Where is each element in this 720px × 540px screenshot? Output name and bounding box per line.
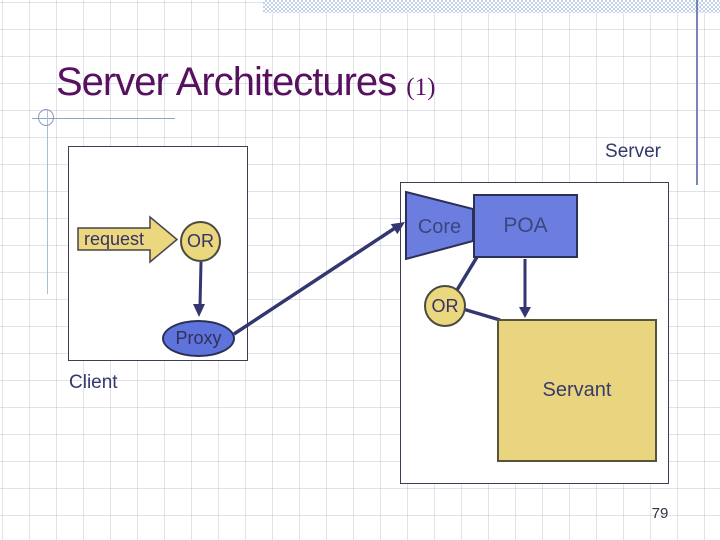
slide-title-suffix: (1) bbox=[406, 74, 436, 101]
proxy-label: Proxy bbox=[175, 328, 222, 348]
right-vertical-rule bbox=[696, 0, 698, 185]
connector-proxy-to-core bbox=[233, 226, 396, 336]
poa-label: POA bbox=[503, 214, 548, 237]
slide-title: Server Architectures (1) bbox=[56, 60, 676, 105]
client-label: Client bbox=[69, 372, 118, 393]
poa-node: POA bbox=[473, 194, 578, 258]
blueprint-vertical-line bbox=[47, 110, 48, 294]
servant-node: Servant bbox=[497, 319, 657, 462]
proxy-node: Proxy bbox=[162, 320, 235, 357]
blueprint-compass-icon bbox=[38, 109, 54, 126]
client-or-node: OR bbox=[180, 221, 221, 262]
blueprint-horizontal-line bbox=[32, 118, 175, 119]
slide-title-text: Server Architectures bbox=[56, 60, 397, 104]
request-label: request bbox=[83, 228, 145, 249]
client-or-label: OR bbox=[187, 231, 214, 251]
core-label: Core bbox=[417, 215, 462, 238]
servant-label: Servant bbox=[542, 379, 612, 401]
page-number: 79 bbox=[651, 505, 669, 522]
server-or-label: OR bbox=[431, 295, 459, 316]
server-label: Server bbox=[605, 141, 661, 162]
server-or-node: OR bbox=[424, 285, 466, 327]
checkered-accent-band bbox=[263, 0, 720, 13]
